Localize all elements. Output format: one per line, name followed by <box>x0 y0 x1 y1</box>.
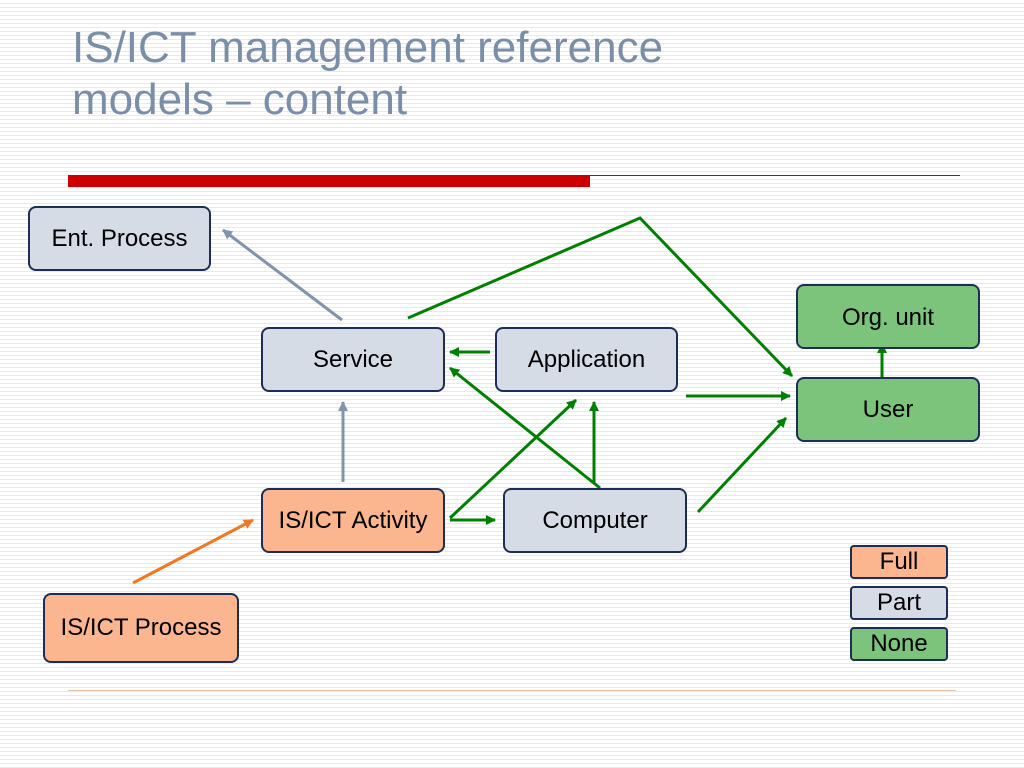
node-application: Application <box>495 327 678 392</box>
node-service: Service <box>261 327 445 392</box>
node-ent-process: Ent. Process <box>28 206 211 271</box>
legend-full: Full <box>850 545 948 579</box>
node-ent-process-label: Ent. Process <box>51 224 188 252</box>
node-isict-process: IS/ICT Process <box>43 593 239 663</box>
node-user: User <box>796 377 980 442</box>
node-application-label: Application <box>527 345 646 373</box>
edge-computer-user <box>696 416 788 514</box>
legend-part-label: Part <box>876 589 921 616</box>
edge-computer-service <box>449 366 601 490</box>
slide-title: IS/ICT management reference models – con… <box>72 22 972 126</box>
title-accent-bar <box>68 175 590 187</box>
node-isict-process-label: IS/ICT Process <box>60 614 222 641</box>
title-line-1: IS/ICT management reference <box>72 23 664 72</box>
legend-none: None <box>850 627 948 661</box>
node-org-unit: Org. unit <box>796 284 980 349</box>
title-accent-line <box>590 175 960 176</box>
node-org-unit-label: Org. unit <box>841 304 935 331</box>
node-service-label: Service <box>312 345 394 373</box>
edge-service-user <box>407 216 794 378</box>
legend-part: Part <box>850 586 948 620</box>
node-computer: Computer <box>503 488 687 553</box>
edge-activity-application <box>448 398 578 520</box>
legend-full-label: Full <box>879 548 919 575</box>
footer-rule <box>68 690 956 691</box>
node-user-label: User <box>862 395 914 423</box>
edge-process-activity <box>132 518 254 585</box>
legend-none-label: None <box>870 630 928 657</box>
node-isict-activity: IS/ICT Activity <box>261 488 445 553</box>
node-isict-activity-label: IS/ICT Activity <box>278 506 428 534</box>
title-line-2: models – content <box>72 75 408 124</box>
node-computer-label: Computer <box>542 506 648 534</box>
edge-service-entprocess <box>222 228 343 322</box>
